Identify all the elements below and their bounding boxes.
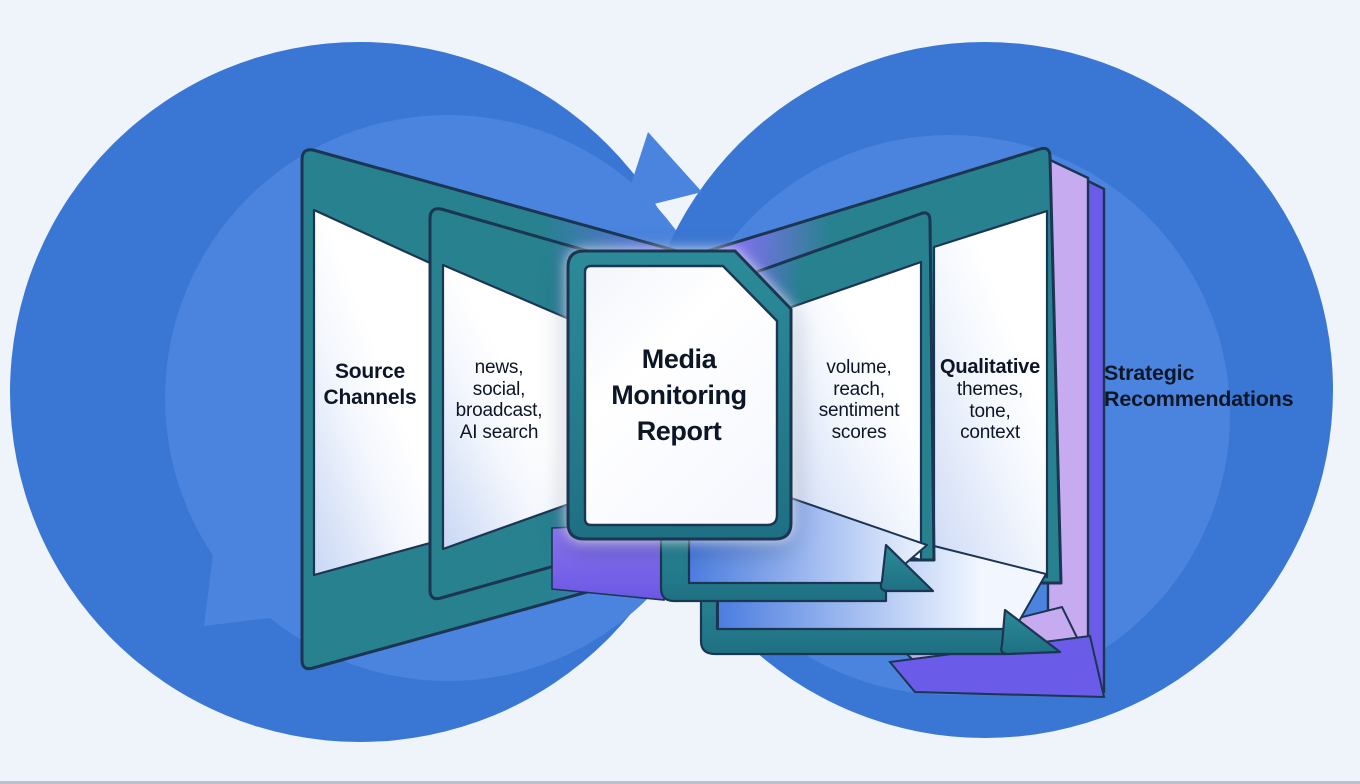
label-line: news,	[474, 357, 524, 378]
label-line: themes,	[956, 379, 1024, 400]
report-document-icon	[566, 249, 793, 541]
label-line: social,	[472, 378, 526, 400]
label-quantitative-metrics: volume, reach, sentiment scores	[788, 357, 930, 443]
label-line: Channels	[323, 386, 417, 409]
label-source-channels: Source Channels	[297, 359, 443, 411]
label-line: volume,	[826, 357, 892, 378]
label-line: tone,	[969, 400, 1011, 422]
label-line: Media	[641, 344, 717, 374]
inner-sheet-fold-corner	[879, 543, 935, 593]
label-qualitative: Qualitative themes, tone, context	[918, 356, 1062, 444]
label-line: context	[960, 422, 1020, 443]
outer-sheet-fold-corner	[1000, 608, 1062, 656]
label-line-lead: Qualitative	[939, 356, 1041, 378]
label-line: AI search	[459, 421, 539, 443]
label-line: Recommendations	[1104, 387, 1294, 411]
label-input-channels: news, social, broadcast, AI search	[428, 357, 570, 443]
label-line: Strategic	[1104, 361, 1195, 385]
label-media-monitoring-report: Media Monitoring Report	[582, 341, 776, 449]
label-line: reach,	[833, 378, 885, 400]
label-line: sentiment	[818, 400, 900, 421]
label-line: Monitoring	[611, 380, 747, 410]
label-line: Source	[335, 360, 405, 383]
bottom-edge-line	[0, 781, 1360, 784]
document-page	[583, 264, 779, 527]
label-line: Report	[636, 416, 722, 446]
label-line: broadcast,	[455, 400, 543, 421]
label-strategic-recommendations: Strategic Recommendations	[1104, 360, 1334, 412]
label-line: scores	[831, 421, 887, 443]
